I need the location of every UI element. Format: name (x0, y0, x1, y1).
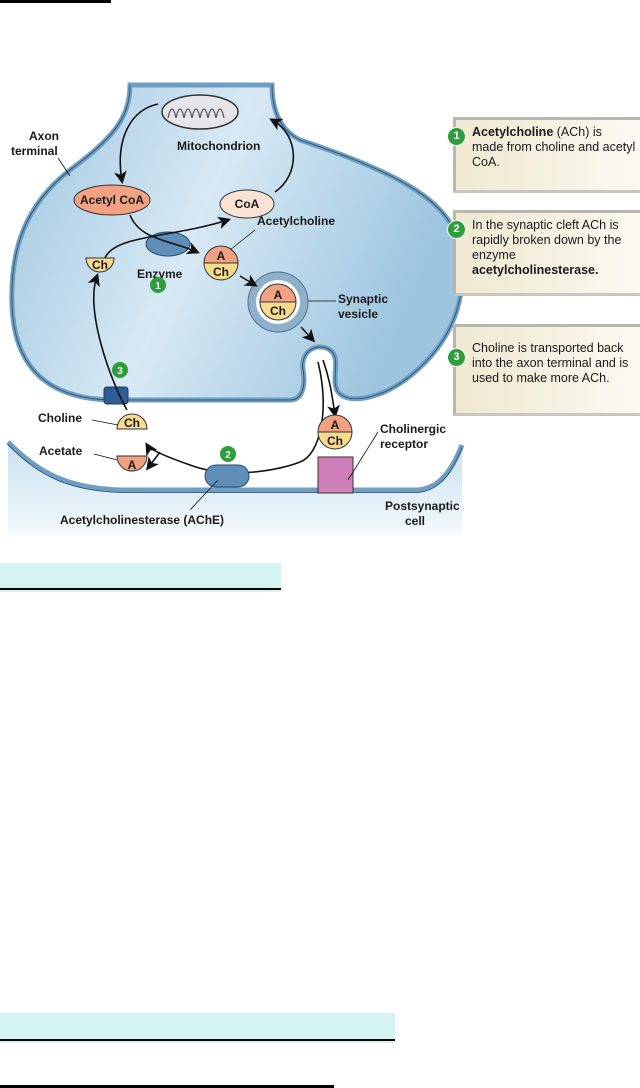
axon-label-line1: Axon (29, 129, 59, 143)
receptor-acetyl-label: A (331, 418, 340, 432)
bottom-rule (0, 1085, 334, 1088)
synaptic-vesicle-label-line1: Synaptic (338, 292, 388, 306)
section-heading-rule-2 (0, 1039, 395, 1041)
receptor-bound-ach: A Ch (317, 414, 353, 450)
acetylcholine-molecule: A Ch (203, 245, 239, 281)
axon-terminal (9, 82, 465, 403)
info-box-1-number: 1 (447, 127, 466, 146)
step-3-badge: 3 (117, 366, 123, 377)
ache-label: Acetylcholinesterase (AChE) (60, 513, 224, 527)
postsynaptic-label-line2: cell (405, 514, 425, 528)
mitochondrion-label: Mitochondrion (177, 139, 260, 153)
info-box-2-text: In the synaptic cleft ACh is rapidly bro… (472, 218, 636, 278)
choline-molecule-label: Ch (92, 258, 108, 272)
acetyl-coa-label: Acetyl CoA (80, 193, 144, 207)
axon-label-line2: terminal (11, 144, 58, 158)
enzyme-label: Enzyme (137, 267, 183, 281)
info-box-3-number: 3 (447, 348, 466, 367)
info-box-3-text: Choline is transported back into the axo… (472, 341, 636, 386)
cholinergic-receptor-label-line1: Cholinergic (380, 422, 446, 436)
ach-acetyl-label: A (217, 249, 226, 263)
acetyl-coa-node (73, 184, 151, 216)
receptor-choline-label: Ch (327, 434, 343, 448)
ach-choline-label: Ch (213, 265, 229, 279)
choline-molecule (85, 257, 115, 273)
acetylcholine-label: Acetylcholine (257, 214, 335, 228)
info-box-2-body: In the synaptic cleft ACh is rapidly bro… (472, 218, 622, 262)
acetylcholine-cycle-diagram: Mitochondrion Axon terminal Acetyl CoA C… (6, 82, 465, 535)
synaptic-vesicle: A Ch (247, 271, 309, 333)
info-box-3: 3 Choline is transported back into the a… (447, 324, 640, 416)
info-box-1-body: (ACh) is made from choline and acetyl Co… (472, 125, 636, 169)
acetate-molecule-label: A (128, 458, 137, 472)
ache-enzyme (204, 464, 250, 488)
choline-label: Choline (38, 411, 82, 425)
postsynaptic-cell (8, 442, 462, 535)
info-box-2: 2 In the synaptic cleft ACh is rapidly b… (447, 210, 640, 296)
section-heading-bar-2 (0, 1013, 395, 1043)
cleft-choline-label: Ch (124, 416, 140, 430)
synaptic-vesicle-label-line2: vesicle (338, 307, 378, 321)
acetate-molecule (116, 455, 148, 472)
cleft-choline-molecule (116, 413, 148, 430)
vesicle-acetyl-label: A (274, 288, 283, 302)
coa-label: CoA (235, 197, 260, 211)
cholinergic-receptor (317, 456, 354, 494)
top-rule (0, 0, 111, 3)
section-heading-rule-1 (0, 588, 281, 590)
acetate-label: Acetate (39, 444, 83, 458)
mitochondrion-icon (161, 94, 239, 130)
info-box-1-bold: Acetylcholine (472, 125, 554, 139)
postsynaptic-membrane (6, 440, 465, 493)
section-heading-bar-1 (0, 563, 281, 592)
vesicle-choline-label: Ch (270, 304, 286, 318)
cholinergic-receptor-label-line2: receptor (380, 437, 428, 451)
info-box-3-body: Choline is transported back into the axo… (472, 341, 629, 385)
postsynaptic-label-line1: Postsynaptic (385, 499, 460, 513)
info-box-2-number: 2 (447, 220, 466, 239)
step-1-badge: 1 (155, 281, 161, 292)
coa-node (219, 189, 275, 219)
step-2-badge: 2 (225, 450, 231, 461)
info-box-1: 1 Acetylcholine (ACh) is made from choli… (447, 117, 640, 193)
info-box-2-bold: acetylcholinesterase. (472, 263, 599, 277)
info-box-1-text: Acetylcholine (ACh) is made from choline… (472, 125, 636, 170)
